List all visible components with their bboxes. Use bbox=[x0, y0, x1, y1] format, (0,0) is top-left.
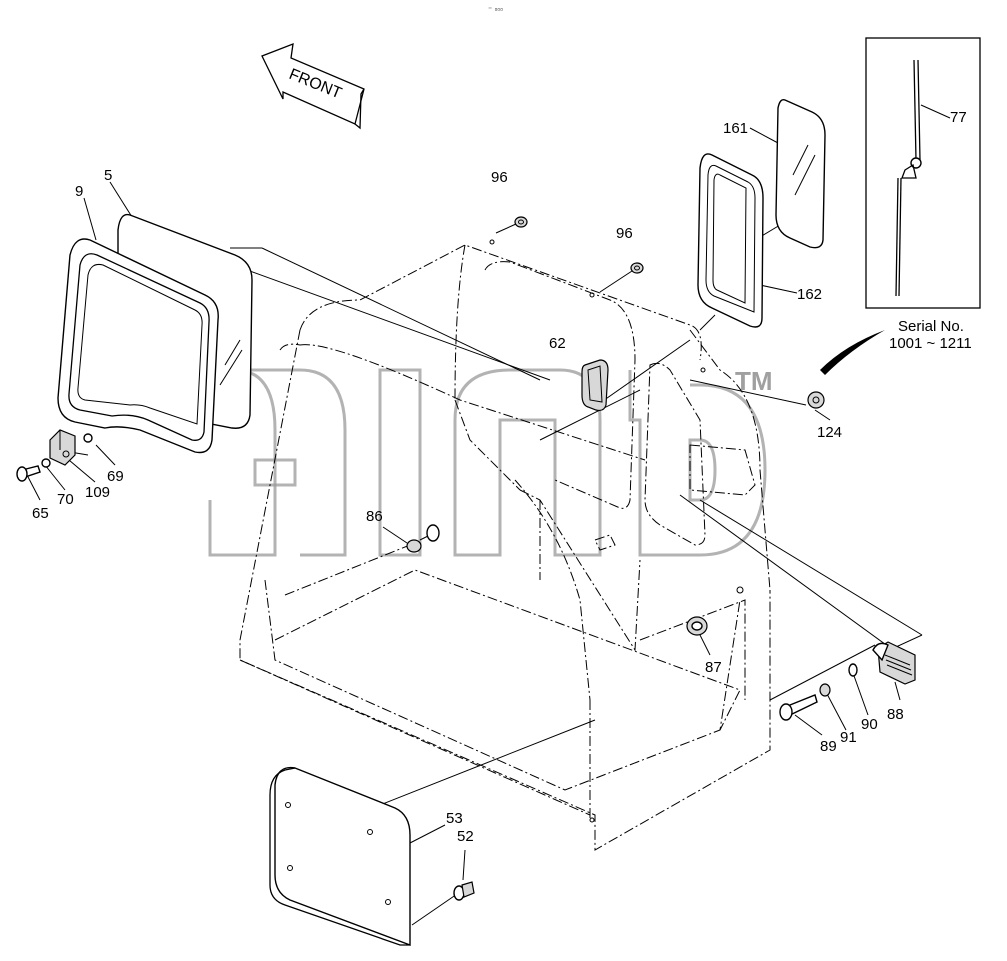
callout-96-a: 96 bbox=[491, 169, 508, 186]
part-162-side-seal bbox=[697, 153, 764, 328]
inset-pointer bbox=[820, 330, 885, 375]
watermark: TM bbox=[208, 366, 773, 557]
part-86-grommet bbox=[406, 524, 440, 553]
callout-77: 77 bbox=[950, 109, 967, 126]
part-9-seal-frame bbox=[57, 238, 219, 454]
part-96-nut-a bbox=[514, 216, 528, 228]
part-53-panel bbox=[269, 766, 411, 947]
callout-5: 5 bbox=[104, 167, 112, 184]
callout-96-b: 96 bbox=[616, 225, 633, 242]
part-124-nut bbox=[807, 391, 825, 409]
part-69-block bbox=[49, 429, 93, 466]
part-70-washer bbox=[41, 458, 51, 468]
inset-box bbox=[865, 37, 981, 309]
part-90-washer bbox=[848, 663, 858, 677]
inset-serial-line2: 1001 ~ 1211 bbox=[889, 335, 972, 352]
watermark-trademark: TM bbox=[735, 366, 773, 396]
callout-124: 124 bbox=[817, 424, 842, 441]
callout-91: 91 bbox=[840, 729, 857, 746]
header-mark: ⁻ ▫▫▫ bbox=[488, 5, 503, 14]
callout-88: 88 bbox=[887, 706, 904, 723]
callout-109: 109 bbox=[85, 484, 110, 501]
inset-serial-line1: Serial No. bbox=[898, 318, 964, 335]
callout-87: 87 bbox=[705, 659, 722, 676]
callout-162: 162 bbox=[797, 286, 822, 303]
cab-body bbox=[239, 239, 771, 851]
callout-62: 62 bbox=[549, 335, 566, 352]
callout-90: 90 bbox=[861, 716, 878, 733]
callout-65: 65 bbox=[32, 505, 49, 522]
part-96-nut-b bbox=[630, 262, 644, 274]
part-62-handle bbox=[581, 359, 609, 412]
part-91-washer bbox=[819, 683, 831, 697]
callout-9: 9 bbox=[75, 183, 83, 200]
callout-52: 52 bbox=[457, 828, 474, 845]
callout-53: 53 bbox=[446, 810, 463, 827]
front-arrow: FRONT bbox=[261, 42, 365, 130]
part-89-bolt bbox=[779, 694, 818, 721]
part-88-latch bbox=[872, 641, 916, 685]
callouts: 5 9 96 96 161 162 77 62 124 69 109 70 65… bbox=[32, 109, 972, 845]
part-52-screw bbox=[453, 881, 475, 901]
part-161-side-glass bbox=[775, 98, 826, 249]
callout-86: 86 bbox=[366, 508, 383, 525]
part-65-bolt bbox=[16, 465, 41, 482]
callout-161: 161 bbox=[723, 120, 748, 137]
part-87-grommet bbox=[686, 616, 708, 636]
callout-89: 89 bbox=[820, 738, 837, 755]
callout-70: 70 bbox=[57, 491, 74, 508]
callout-69: 69 bbox=[107, 468, 124, 485]
